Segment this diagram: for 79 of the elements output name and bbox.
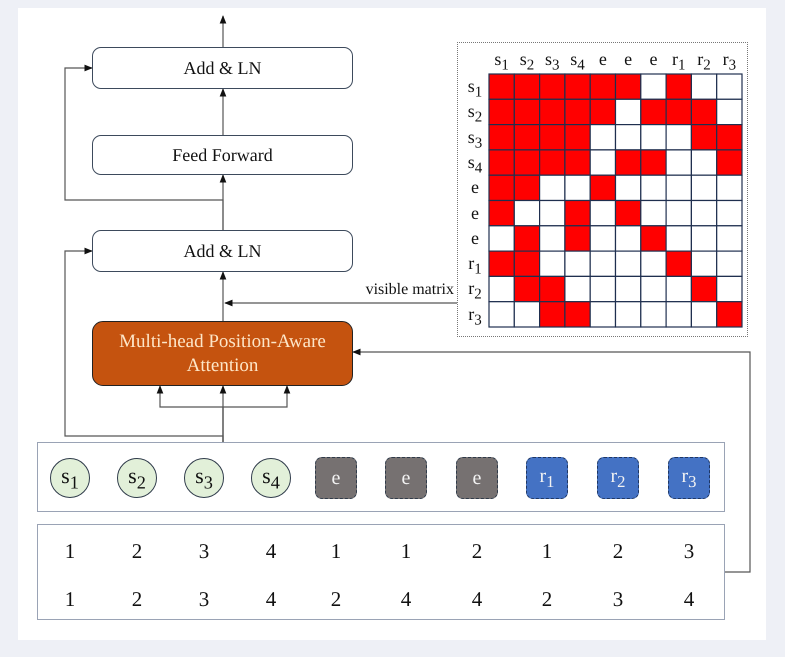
column-header: s$_{3}$	[544, 50, 560, 75]
row-header: e	[470, 204, 480, 222]
position-number: 4	[470, 588, 484, 610]
node-label: r$_{2}$	[610, 464, 626, 492]
edge-label: visible matrix	[366, 281, 454, 299]
column-header: e	[623, 50, 634, 68]
row-header: r$_{1}$	[467, 254, 483, 279]
token-circle	[184, 458, 224, 498]
row-header: s$_{4}$	[466, 152, 484, 178]
token-circle	[251, 458, 291, 498]
row-header: s$_{1}$	[466, 77, 484, 102]
position-number: 1	[400, 540, 412, 562]
token-circle	[117, 458, 157, 498]
relation-token	[597, 457, 639, 499]
node-label: s$_{2}$	[128, 462, 146, 494]
node-label: s$_{4}$	[262, 462, 280, 494]
position-number: 1	[330, 540, 342, 562]
node-label: s$_{3}$	[195, 462, 213, 494]
node-label: Add & LN	[184, 58, 262, 78]
position-number: 4	[400, 588, 412, 610]
position-number: 3	[198, 588, 210, 610]
position-table	[37, 524, 725, 620]
process-box	[92, 135, 353, 175]
node-label: s$_{1}$	[61, 462, 79, 494]
node-label: Multi-head Position-Aware Attention	[118, 330, 327, 378]
position-number: 4	[264, 540, 278, 562]
position-number: 4	[682, 588, 696, 610]
node-label: Add & LN	[184, 240, 262, 262]
position-number: 1	[64, 588, 76, 610]
position-number: 1	[540, 540, 554, 562]
arrow	[220, 15, 226, 47]
column-header: s$_{2}$	[518, 50, 536, 75]
column-header: r$_{2}$	[696, 50, 712, 75]
column-header: r$_{1}$	[670, 50, 686, 75]
entity-token	[385, 457, 427, 499]
node-label: e	[472, 466, 482, 490]
relation-token	[668, 457, 710, 499]
position-number: 3	[198, 540, 210, 562]
process-box	[92, 230, 353, 272]
visible-matrix	[457, 42, 748, 337]
arrow	[64, 64, 224, 230]
arrow	[352, 348, 751, 573]
node-label: e	[332, 466, 340, 490]
position-number: 2	[130, 540, 144, 562]
position-number: 2	[130, 588, 144, 610]
position-number: 3	[612, 588, 624, 610]
entity-token	[456, 457, 498, 499]
process-box	[92, 47, 353, 89]
column-header: s$_{4}$	[569, 50, 586, 75]
position-number: 2	[612, 540, 624, 562]
position-number: 2	[470, 540, 484, 562]
row-header: r$_{3}$	[467, 304, 483, 330]
column-header: e	[598, 50, 608, 68]
row-header: s$_{2}$	[466, 102, 484, 127]
row-header: r$_{2}$	[467, 279, 483, 304]
column-header: e	[648, 50, 658, 68]
arrow	[220, 271, 226, 321]
arrow	[224, 300, 457, 306]
position-number: 4	[264, 588, 278, 610]
node-label: r$_{1}$	[540, 464, 554, 492]
relation-token	[526, 457, 568, 499]
position-number: 3	[682, 540, 696, 562]
position-number: 1	[64, 540, 76, 562]
entity-token	[315, 457, 357, 499]
node-label: e	[402, 466, 410, 490]
position-number: 2	[330, 588, 342, 610]
row-header: e	[470, 178, 480, 196]
arrow	[64, 248, 224, 442]
position-number: 2	[540, 588, 554, 610]
attention-box	[92, 321, 353, 386]
token-panel	[37, 442, 725, 512]
column-header: s$_{1}$	[493, 50, 510, 75]
column-header: r$_{3}$	[722, 50, 738, 75]
row-header: e	[470, 228, 480, 247]
row-header: s$_{3}$	[466, 128, 484, 152]
token-circle	[50, 458, 90, 498]
node-label: r$_{3}$	[682, 464, 696, 492]
node-label: Feed Forward	[172, 144, 273, 166]
arrow	[220, 88, 226, 135]
